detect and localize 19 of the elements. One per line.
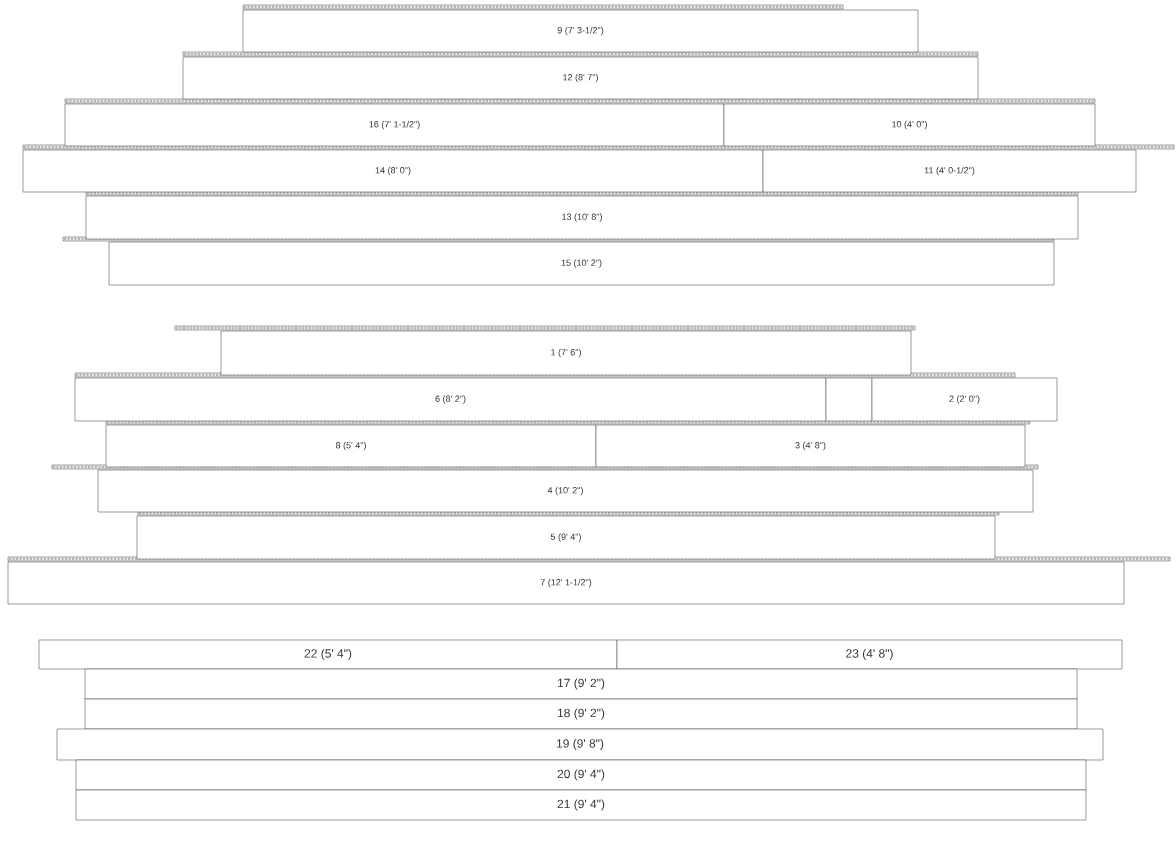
board-box: 18 (9' 2") (84, 698, 1078, 730)
board-box: 8 (5' 4") (105, 424, 597, 468)
board-box: 15 (10' 2") (108, 241, 1055, 286)
board-box: 10 (4' 0") (723, 103, 1096, 147)
board-box: 11 (4' 0-1/2") (762, 149, 1137, 193)
board-box: 16 (7' 1-1/2") (64, 103, 725, 147)
board-box: 5 (9' 4") (136, 515, 996, 560)
board-box (825, 377, 873, 422)
board-box: 7 (12' 1-1/2") (7, 561, 1125, 605)
board-box: 9 (7' 3-1/2") (242, 9, 919, 53)
board-box: 23 (4' 8") (616, 639, 1123, 670)
board-box: 14 (8' 0") (22, 149, 764, 193)
board-box: 20 (9' 4") (75, 759, 1087, 791)
board-box: 22 (5' 4") (38, 639, 618, 670)
board-box: 21 (9' 4") (75, 789, 1087, 821)
board-box: 3 (4' 8") (595, 424, 1026, 468)
board-box: 19 (9' 8") (56, 728, 1104, 761)
board-box: 13 (10' 8") (85, 195, 1079, 240)
board-box: 12 (8' 7") (182, 56, 979, 100)
